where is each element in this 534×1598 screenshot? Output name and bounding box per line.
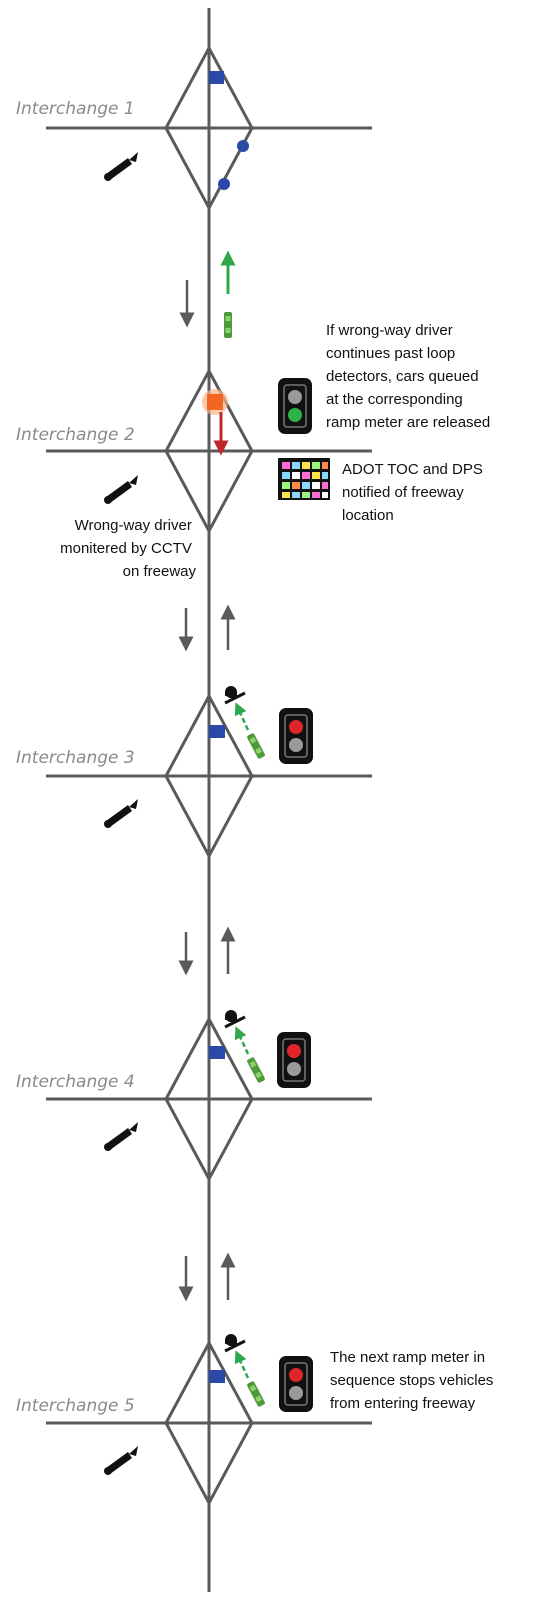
note-adot-notified: ADOT TOC and DPS notified of freeway loc… xyxy=(342,461,487,524)
cctv-camera-icon xyxy=(104,1446,138,1475)
ramp-entry-arrow xyxy=(234,702,250,731)
stopped-vehicle xyxy=(246,1380,266,1408)
ramp-meter-signal-icon xyxy=(278,1355,314,1413)
ramp-meter-signal-icon xyxy=(277,377,313,435)
interchange-4-label: Interchange 4 xyxy=(16,1072,135,1092)
message-board-icon xyxy=(278,458,330,500)
loop-detector-icon xyxy=(209,725,225,738)
alert-burst-icon xyxy=(202,389,228,415)
interchange-1-label: Interchange 1 xyxy=(16,99,135,119)
cctv-camera-icon xyxy=(104,475,138,504)
note-wrong-way-continues: If wrong-way driver continues past loop … xyxy=(326,322,490,431)
gate-arm-icon xyxy=(223,1008,247,1029)
interchange-3-label: Interchange 3 xyxy=(16,748,135,768)
interchange-5-label: Interchange 5 xyxy=(16,1396,135,1416)
ramp-meter-signal-icon xyxy=(278,707,314,765)
loop-detector-icon xyxy=(218,178,230,190)
stopped-vehicle xyxy=(246,732,266,760)
cctv-camera-icon xyxy=(104,799,138,828)
loop-detector-icon xyxy=(237,140,249,152)
interchange-2-label: Interchange 2 xyxy=(16,425,135,445)
loop-detector-icon xyxy=(209,1370,225,1383)
note-next-ramp-meter: The next ramp meter in sequence stops ve… xyxy=(330,1349,498,1412)
loop-detector-icon xyxy=(209,71,224,84)
stopped-vehicle xyxy=(246,1056,266,1084)
note-cctv-monitor: Wrong-way driver monitered by CCTV on fr… xyxy=(60,517,196,580)
cctv-camera-icon xyxy=(104,1122,138,1151)
ramp-meter-signal-icon xyxy=(276,1031,312,1089)
ramp-entry-arrow xyxy=(234,1350,250,1379)
wrong-way-vehicle xyxy=(224,312,232,338)
cctv-camera-icon xyxy=(104,152,138,181)
loop-detector-icon xyxy=(209,1046,225,1059)
gate-arm-icon xyxy=(223,684,247,705)
ramp-entry-arrow xyxy=(234,1026,250,1055)
gate-arm-icon xyxy=(223,1332,247,1353)
